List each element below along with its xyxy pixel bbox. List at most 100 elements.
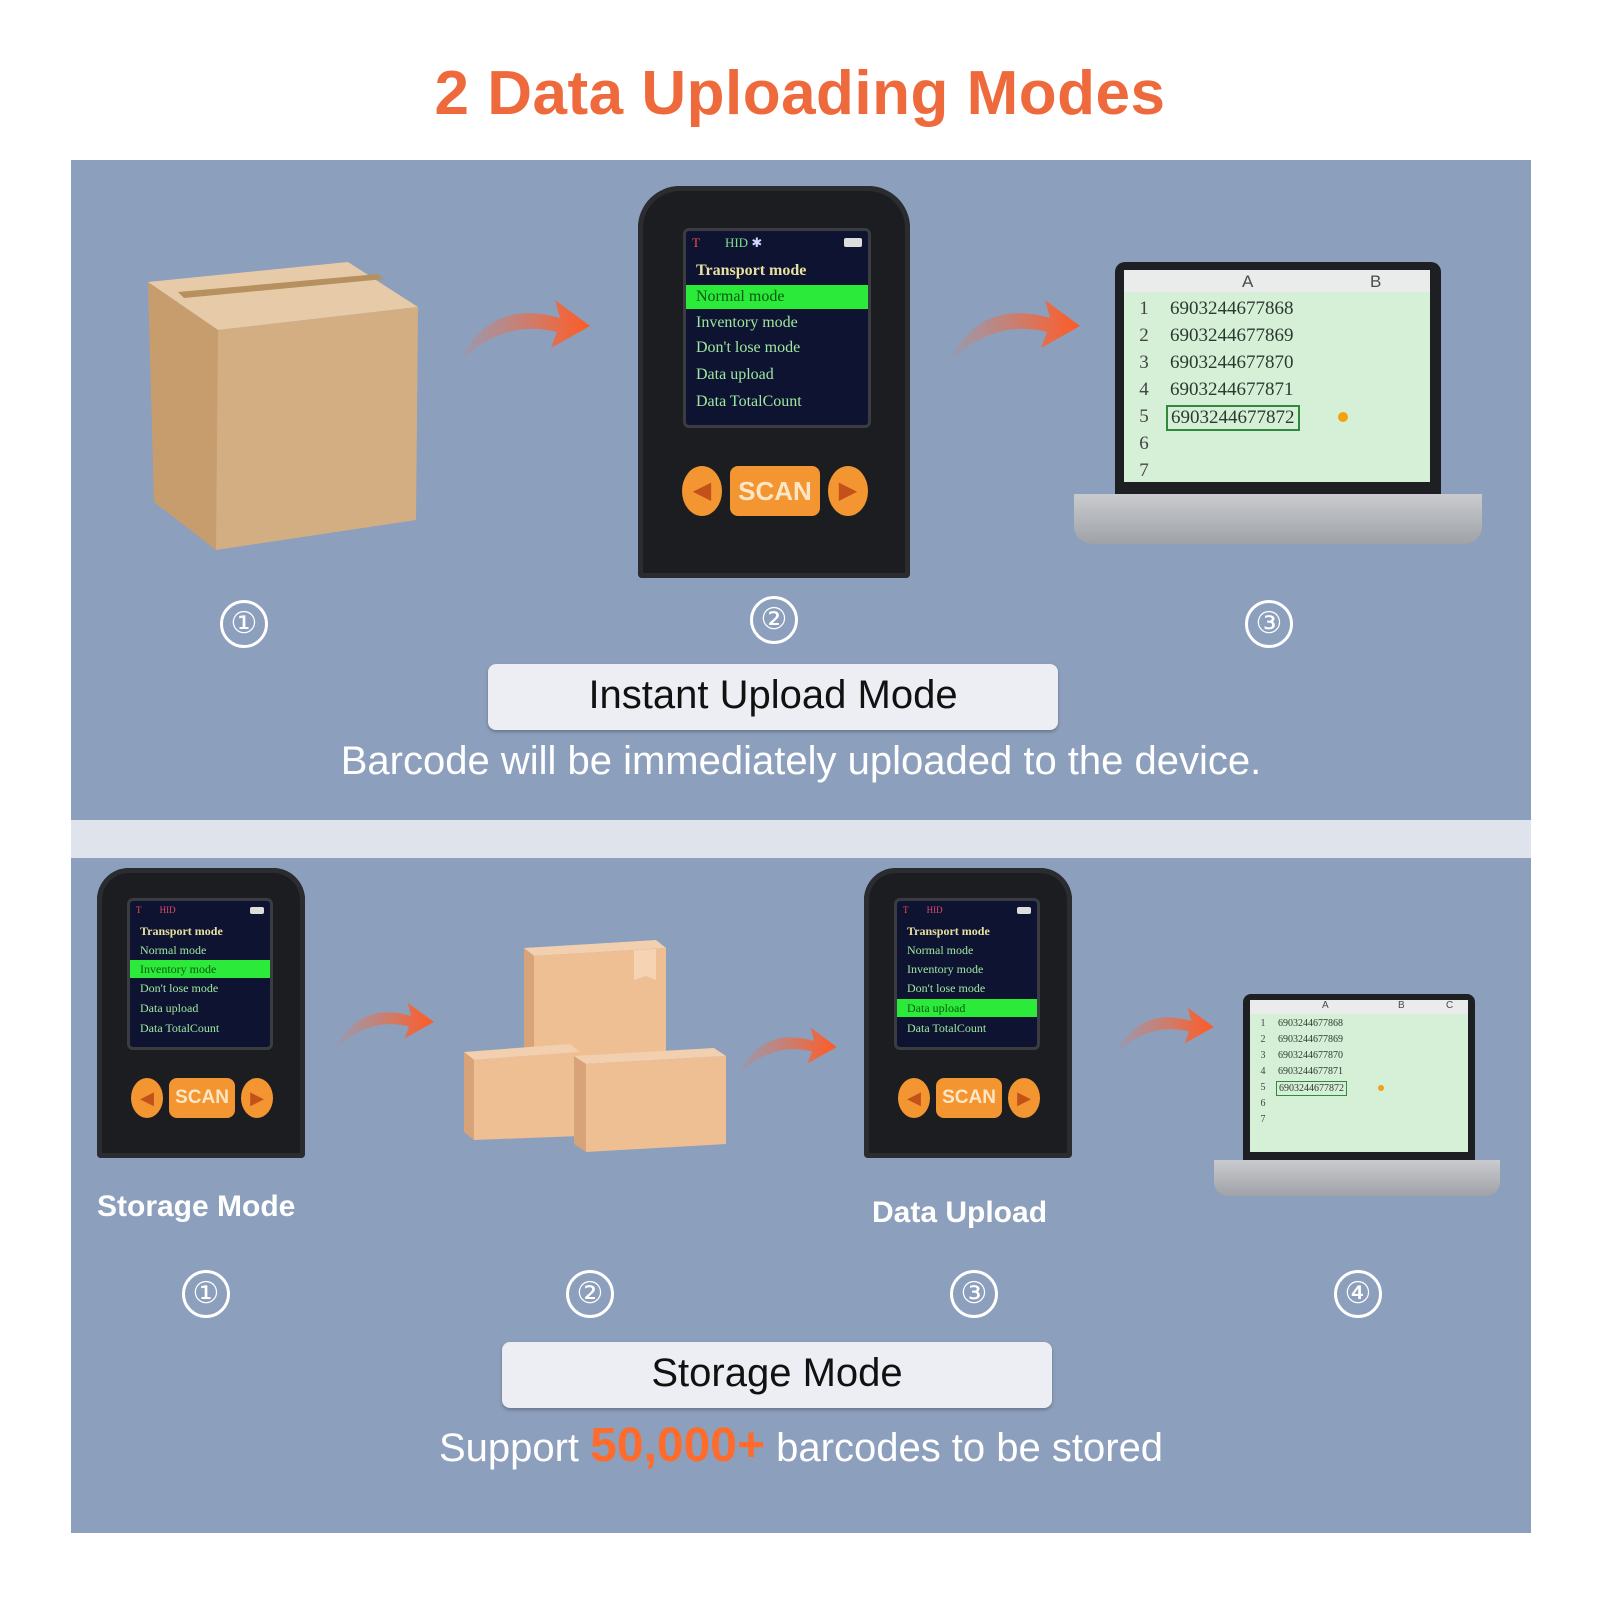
row-number: 6: [1260, 1098, 1266, 1109]
cell-value: 6903244677870: [1170, 352, 1294, 373]
scan-button: SCAN: [730, 466, 820, 516]
battery-icon: [844, 238, 862, 247]
menu-item-selected: Inventory mode: [130, 960, 270, 978]
menu-item: Don't lose mode: [907, 981, 986, 995]
cell-value-selected: 6903244677872: [1166, 405, 1300, 431]
menu-item: Don't lose mode: [696, 339, 801, 356]
caption-text: barcodes to be stored: [776, 1426, 1164, 1470]
menu-item: Data upload: [140, 1001, 199, 1015]
left-button: ◀: [898, 1078, 930, 1118]
arrow-right-icon: [733, 1020, 843, 1085]
mode-caption: Support 50,000+ barcodes to be stored: [71, 1414, 1531, 1478]
row-number: 1: [1139, 298, 1149, 319]
barcode-scanner-device: T HID Transport mode Normal mode Invento…: [97, 868, 305, 1158]
arrow-right-icon: [945, 290, 1085, 375]
cardboard-box-image: [148, 262, 420, 552]
status-indicator: T: [692, 235, 700, 250]
row-number: 7: [1260, 1114, 1266, 1125]
row-number: 1: [1260, 1018, 1266, 1029]
scanner-screen: T HID Transport mode Normal mode Invento…: [894, 898, 1040, 1050]
step-number: ②: [566, 1270, 614, 1318]
section-divider: [71, 820, 1531, 858]
column-header: B: [1370, 272, 1382, 291]
laptop-keyboard: [1214, 1160, 1500, 1196]
laptop-keyboard: [1074, 494, 1482, 544]
row-number: 5: [1260, 1082, 1266, 1093]
menu-item: Inventory mode: [907, 962, 984, 976]
menu-item: Data TotalCount: [696, 393, 802, 410]
step-label: Storage Mode: [97, 1190, 296, 1223]
mode-label: Instant Upload Mode: [488, 664, 1058, 730]
menu-item: Normal mode: [140, 943, 207, 957]
barcode-scanner-device: T HID ✱ Transport mode Normal mode Inven…: [638, 186, 910, 578]
arrow-right-icon: [330, 995, 440, 1060]
step-number: ③: [1245, 600, 1293, 648]
menu-item: Data TotalCount: [907, 1021, 987, 1035]
column-header: C: [1446, 1000, 1454, 1011]
step-number: ③: [950, 1270, 998, 1318]
status-mode: HID: [159, 905, 176, 915]
row-number: 3: [1260, 1050, 1266, 1061]
stacked-boxes-image: [460, 940, 740, 1155]
step-label: Data Upload: [872, 1196, 1048, 1229]
cell-value: 6903244677871: [1170, 379, 1294, 400]
mode-label: Storage Mode: [502, 1342, 1052, 1408]
spreadsheet-screen: A B 1 6903244677868 2 6903244677869 3 69032…: [1124, 270, 1430, 482]
menu-item-selected: Data upload: [897, 999, 1037, 1017]
scanner-screen: T HID Transport mode Normal mode Invento…: [127, 898, 273, 1050]
right-button: ▶: [828, 466, 868, 516]
scan-button: SCAN: [169, 1078, 235, 1118]
menu-item: Inventory mode: [696, 314, 798, 331]
row-number: 6: [1139, 433, 1149, 454]
menu-item: Don't lose mode: [140, 981, 219, 995]
status-indicator: T: [903, 905, 909, 915]
cell-value: 6903244677869: [1170, 325, 1294, 346]
row-number: 5: [1139, 406, 1149, 427]
battery-icon: [250, 907, 264, 914]
cell-value: 6903244677869: [1278, 1034, 1343, 1045]
status-indicator: T: [136, 905, 142, 915]
row-number: 4: [1260, 1066, 1266, 1077]
menu-item: Data TotalCount: [140, 1021, 220, 1035]
right-button: ▶: [1008, 1078, 1040, 1118]
menu-item: Data upload: [696, 366, 774, 383]
column-header: A: [1322, 1000, 1329, 1011]
column-header: B: [1398, 1000, 1405, 1011]
cell-value-selected: 6903244677872: [1276, 1081, 1347, 1096]
column-header: A: [1242, 272, 1254, 291]
bluetooth-icon: ✱: [751, 235, 763, 250]
menu-item: Transport mode: [140, 924, 223, 938]
battery-icon: [1017, 907, 1031, 914]
menu-item-selected: Normal mode: [686, 285, 868, 309]
menu-item: Normal mode: [907, 943, 974, 957]
row-number: 3: [1139, 352, 1149, 373]
status-mode: HID: [724, 235, 749, 250]
status-mode: HID: [926, 905, 943, 915]
row-number: 4: [1139, 379, 1149, 400]
step-number: ①: [182, 1270, 230, 1318]
menu-item: Transport mode: [907, 924, 990, 938]
step-number: ②: [750, 596, 798, 644]
scan-button: SCAN: [936, 1078, 1002, 1118]
cell-value: 6903244677868: [1170, 298, 1294, 319]
arrow-right-icon: [455, 290, 595, 375]
left-button: ◀: [131, 1078, 163, 1118]
row-number: 2: [1139, 325, 1149, 346]
right-button: ▶: [241, 1078, 273, 1118]
caption-text: Support: [438, 1426, 580, 1470]
page-title: 2 Data Uploading Modes: [434, 59, 1166, 128]
step-number: ④: [1334, 1270, 1382, 1318]
cell-value: 6903244677870: [1278, 1050, 1343, 1061]
mode-caption: Barcode will be immediately uploaded to …: [340, 739, 1262, 783]
left-button: ◀: [682, 466, 722, 516]
menu-item: Transport mode: [696, 262, 807, 279]
arrow-right-icon: [1110, 1000, 1220, 1065]
cell-value: 6903244677868: [1278, 1018, 1343, 1029]
barcode-scanner-device: T HID Transport mode Normal mode Invento…: [864, 868, 1072, 1158]
warning-icon: [1378, 1085, 1384, 1091]
scanner-screen: T HID ✱ Transport mode Normal mode Inven…: [683, 228, 871, 428]
cell-value: 6903244677871: [1278, 1066, 1343, 1077]
row-number: 7: [1139, 460, 1149, 481]
step-number: ①: [220, 600, 268, 648]
